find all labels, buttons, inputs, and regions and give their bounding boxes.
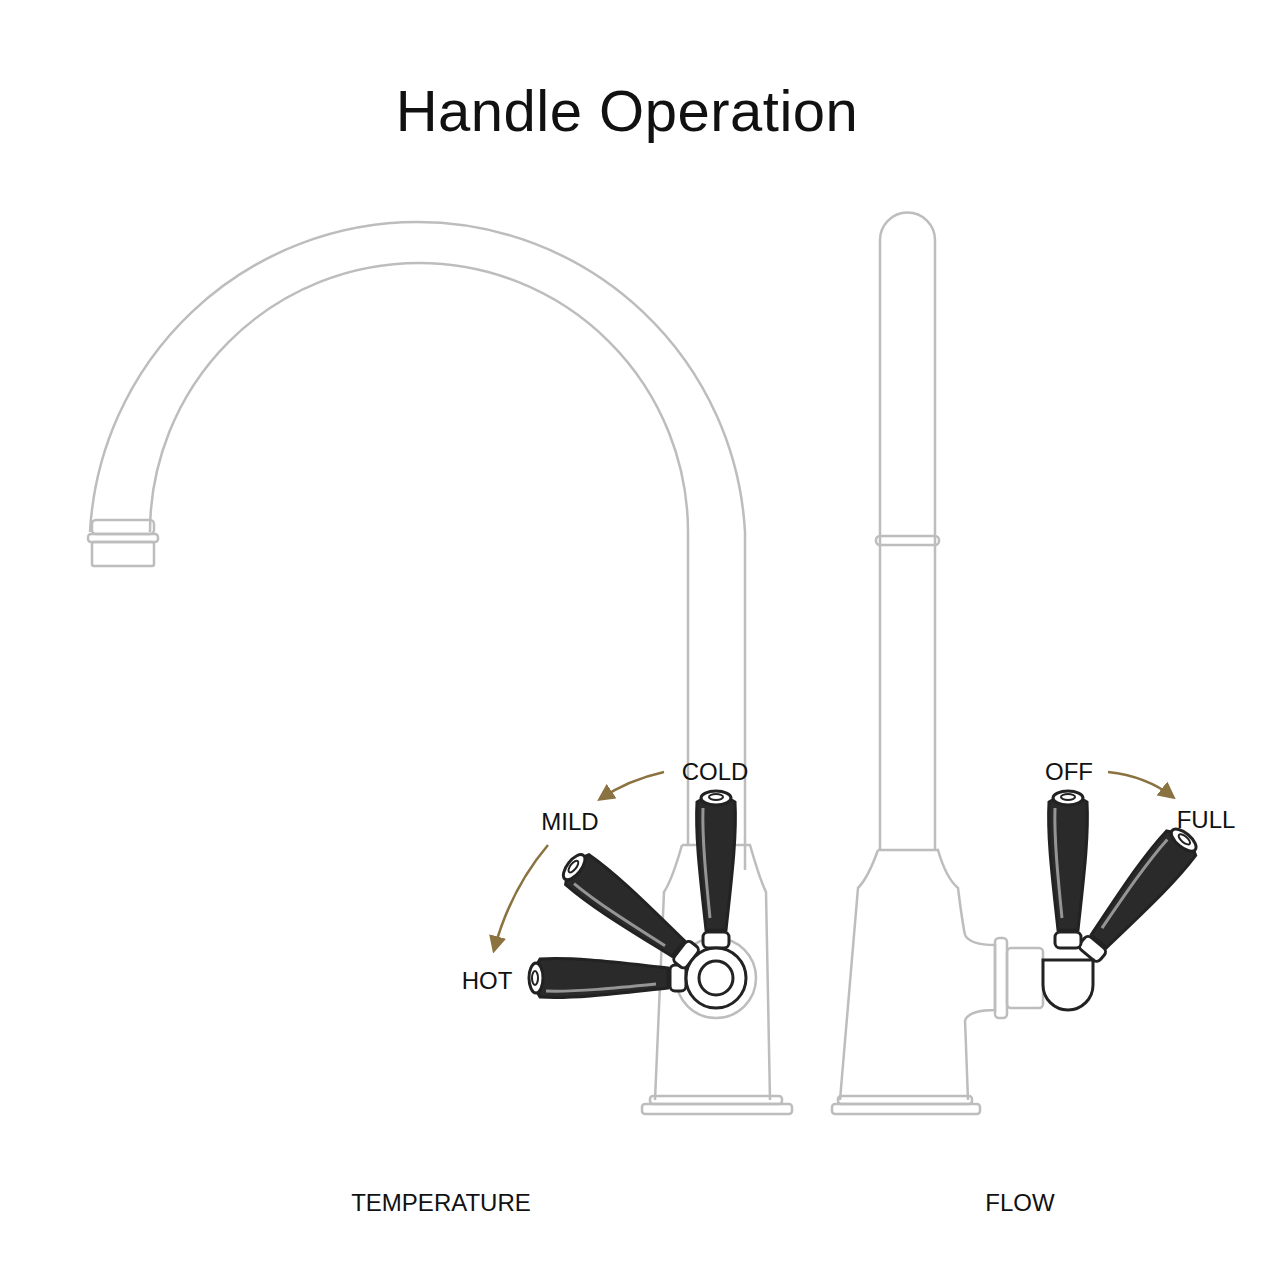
- flow-state: OFF: [1045, 758, 1093, 786]
- view-caption: TEMPERATURE: [351, 1189, 531, 1217]
- temperature-state: MILD: [541, 808, 598, 836]
- diagram-title: Handle Operation: [396, 77, 859, 144]
- temperature-state: HOT: [462, 967, 513, 995]
- view-caption: FLOW: [985, 1189, 1054, 1217]
- rotation-arrow: [494, 772, 1173, 950]
- tap-outline: [88, 213, 1043, 1115]
- temperature-handle: [529, 791, 756, 1018]
- flow-state: FULL: [1177, 806, 1236, 834]
- temperature-state: COLD: [682, 758, 749, 786]
